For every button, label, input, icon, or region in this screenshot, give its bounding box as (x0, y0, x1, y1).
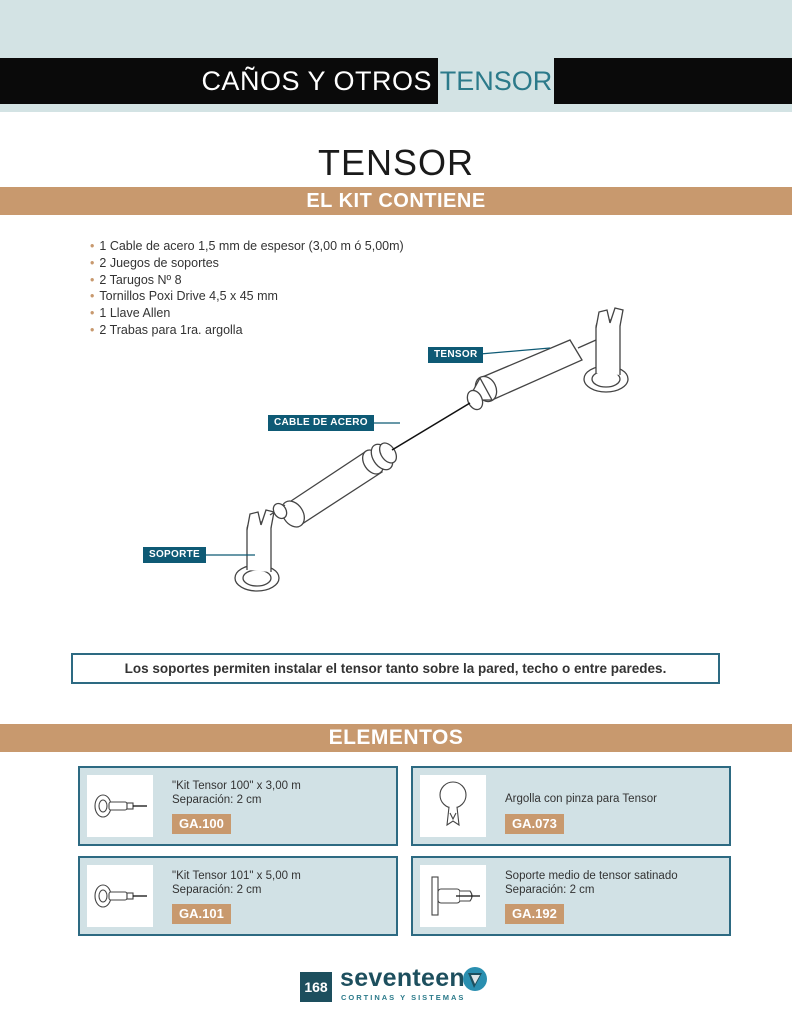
product-description: "Kit Tensor 101" x 5,00 m Separación: 2 … (172, 870, 301, 896)
product-description: "Kit Tensor 100" x 3,00 m Separación: 2 … (172, 780, 301, 806)
label-soporte: SOPORTE (143, 547, 206, 563)
tensor-diagram (198, 307, 629, 592)
product-description: Soporte medio de tensor satinado Separac… (505, 870, 678, 896)
product-code: GA.192 (505, 904, 564, 924)
list-item: •2 Tarugos Nº 8 (90, 272, 182, 287)
elementos-heading: ELEMENTOS (0, 724, 792, 752)
list-item: •2 Juegos de soportes (90, 255, 219, 270)
brand-logo-icon (463, 967, 487, 991)
kit-heading: EL KIT CONTIENE (0, 187, 792, 215)
product-card-ga073: Argolla con pinza para Tensor GA.073 (411, 766, 731, 846)
product-code: GA.101 (172, 904, 231, 924)
tensor-kit-icon (87, 865, 153, 927)
page-number: 168 (300, 972, 332, 1002)
list-item: •1 Llave Allen (90, 306, 171, 321)
product-card-ga100: "Kit Tensor 100" x 3,00 m Separación: 2 … (78, 766, 398, 846)
note-box: Los soportes permiten instalar el tensor… (71, 653, 720, 684)
product-code: GA.073 (505, 814, 564, 834)
brand-name: seventeen (340, 964, 465, 992)
label-tensor: TENSOR (428, 347, 484, 363)
ring-clip-icon (420, 775, 486, 837)
label-cable: CABLE DE ACERO (268, 415, 374, 431)
brand-tagline: CORTINAS Y SISTEMAS (341, 993, 466, 1002)
tensor-kit-icon (87, 775, 153, 837)
header-tag: TENSOR (438, 58, 554, 104)
list-item: •Tornillos Poxi Drive 4,5 x 45 mm (90, 289, 278, 304)
header-bar (0, 58, 792, 104)
product-description: Argolla con pinza para Tensor (505, 793, 657, 805)
page-title: TENSOR (317, 142, 474, 183)
middle-bracket-icon (420, 865, 486, 927)
list-item: •2 Trabas para 1ra. argolla (90, 322, 243, 337)
product-card-ga101: "Kit Tensor 101" x 5,00 m Separación: 2 … (78, 856, 398, 936)
product-code: GA.100 (172, 814, 231, 834)
product-card-ga192: Soporte medio de tensor satinado Separac… (411, 856, 731, 936)
kit-list: •1 Cable de acero 1,5 mm de espesor (3,0… (90, 238, 404, 339)
list-item: •1 Cable de acero 1,5 mm de espesor (3,0… (90, 239, 404, 253)
header-title: CAÑOS Y OTROS (201, 66, 432, 96)
